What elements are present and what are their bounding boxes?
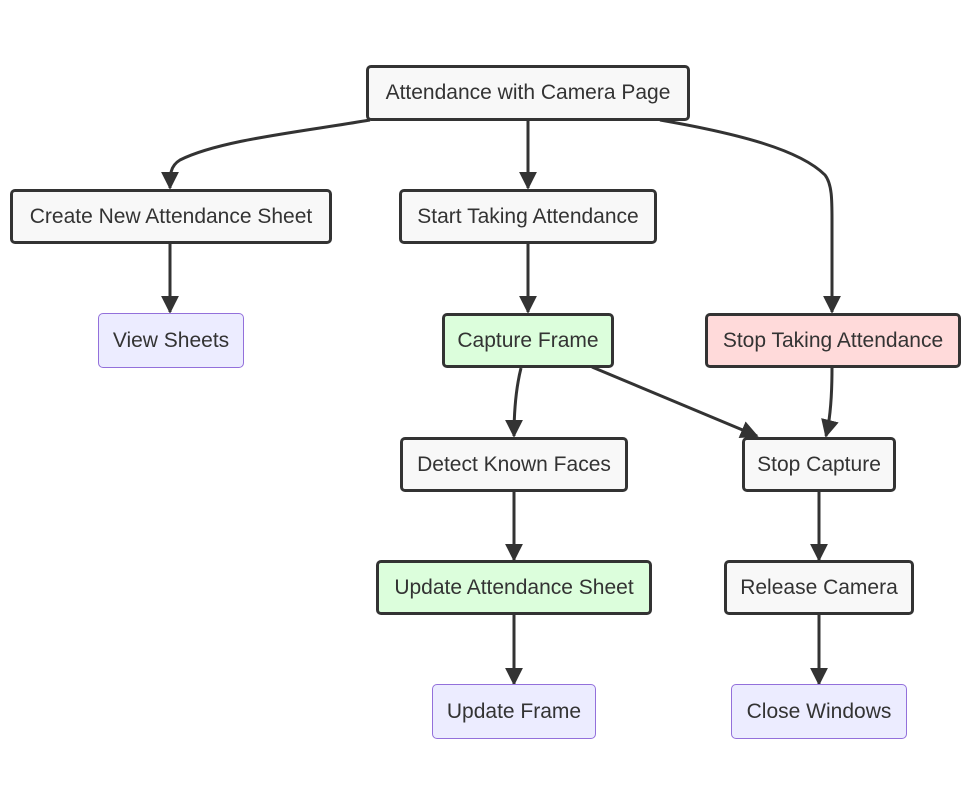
node-stop-taking-attendance: Stop Taking Attendance xyxy=(705,313,961,368)
node-stop-capture: Stop Capture xyxy=(742,437,896,492)
node-create-new-attendance-sheet: Create New Attendance Sheet xyxy=(10,189,332,244)
edge-stop-attendance-to-stop-capture xyxy=(821,367,839,438)
node-view-sheets: View Sheets xyxy=(98,313,244,368)
edge-page-to-create-sheet xyxy=(161,118,371,190)
edge-capture-frame-to-detect-faces xyxy=(505,367,524,438)
node-capture-frame: Capture Frame xyxy=(442,313,614,368)
node-start-taking-attendance: Start Taking Attendance xyxy=(399,189,657,244)
node-close-windows: Close Windows xyxy=(731,684,907,739)
node-release-camera: Release Camera xyxy=(724,560,914,615)
node-update-attendance-sheet: Update Attendance Sheet xyxy=(376,560,652,615)
node-attendance-with-camera-page: Attendance with Camera Page xyxy=(366,65,690,121)
edge-capture-frame-to-stop-capture xyxy=(591,365,759,439)
edge-page-to-stop-attendance xyxy=(659,118,841,314)
node-update-frame: Update Frame xyxy=(432,684,596,739)
node-detect-known-faces: Detect Known Faces xyxy=(400,437,628,492)
